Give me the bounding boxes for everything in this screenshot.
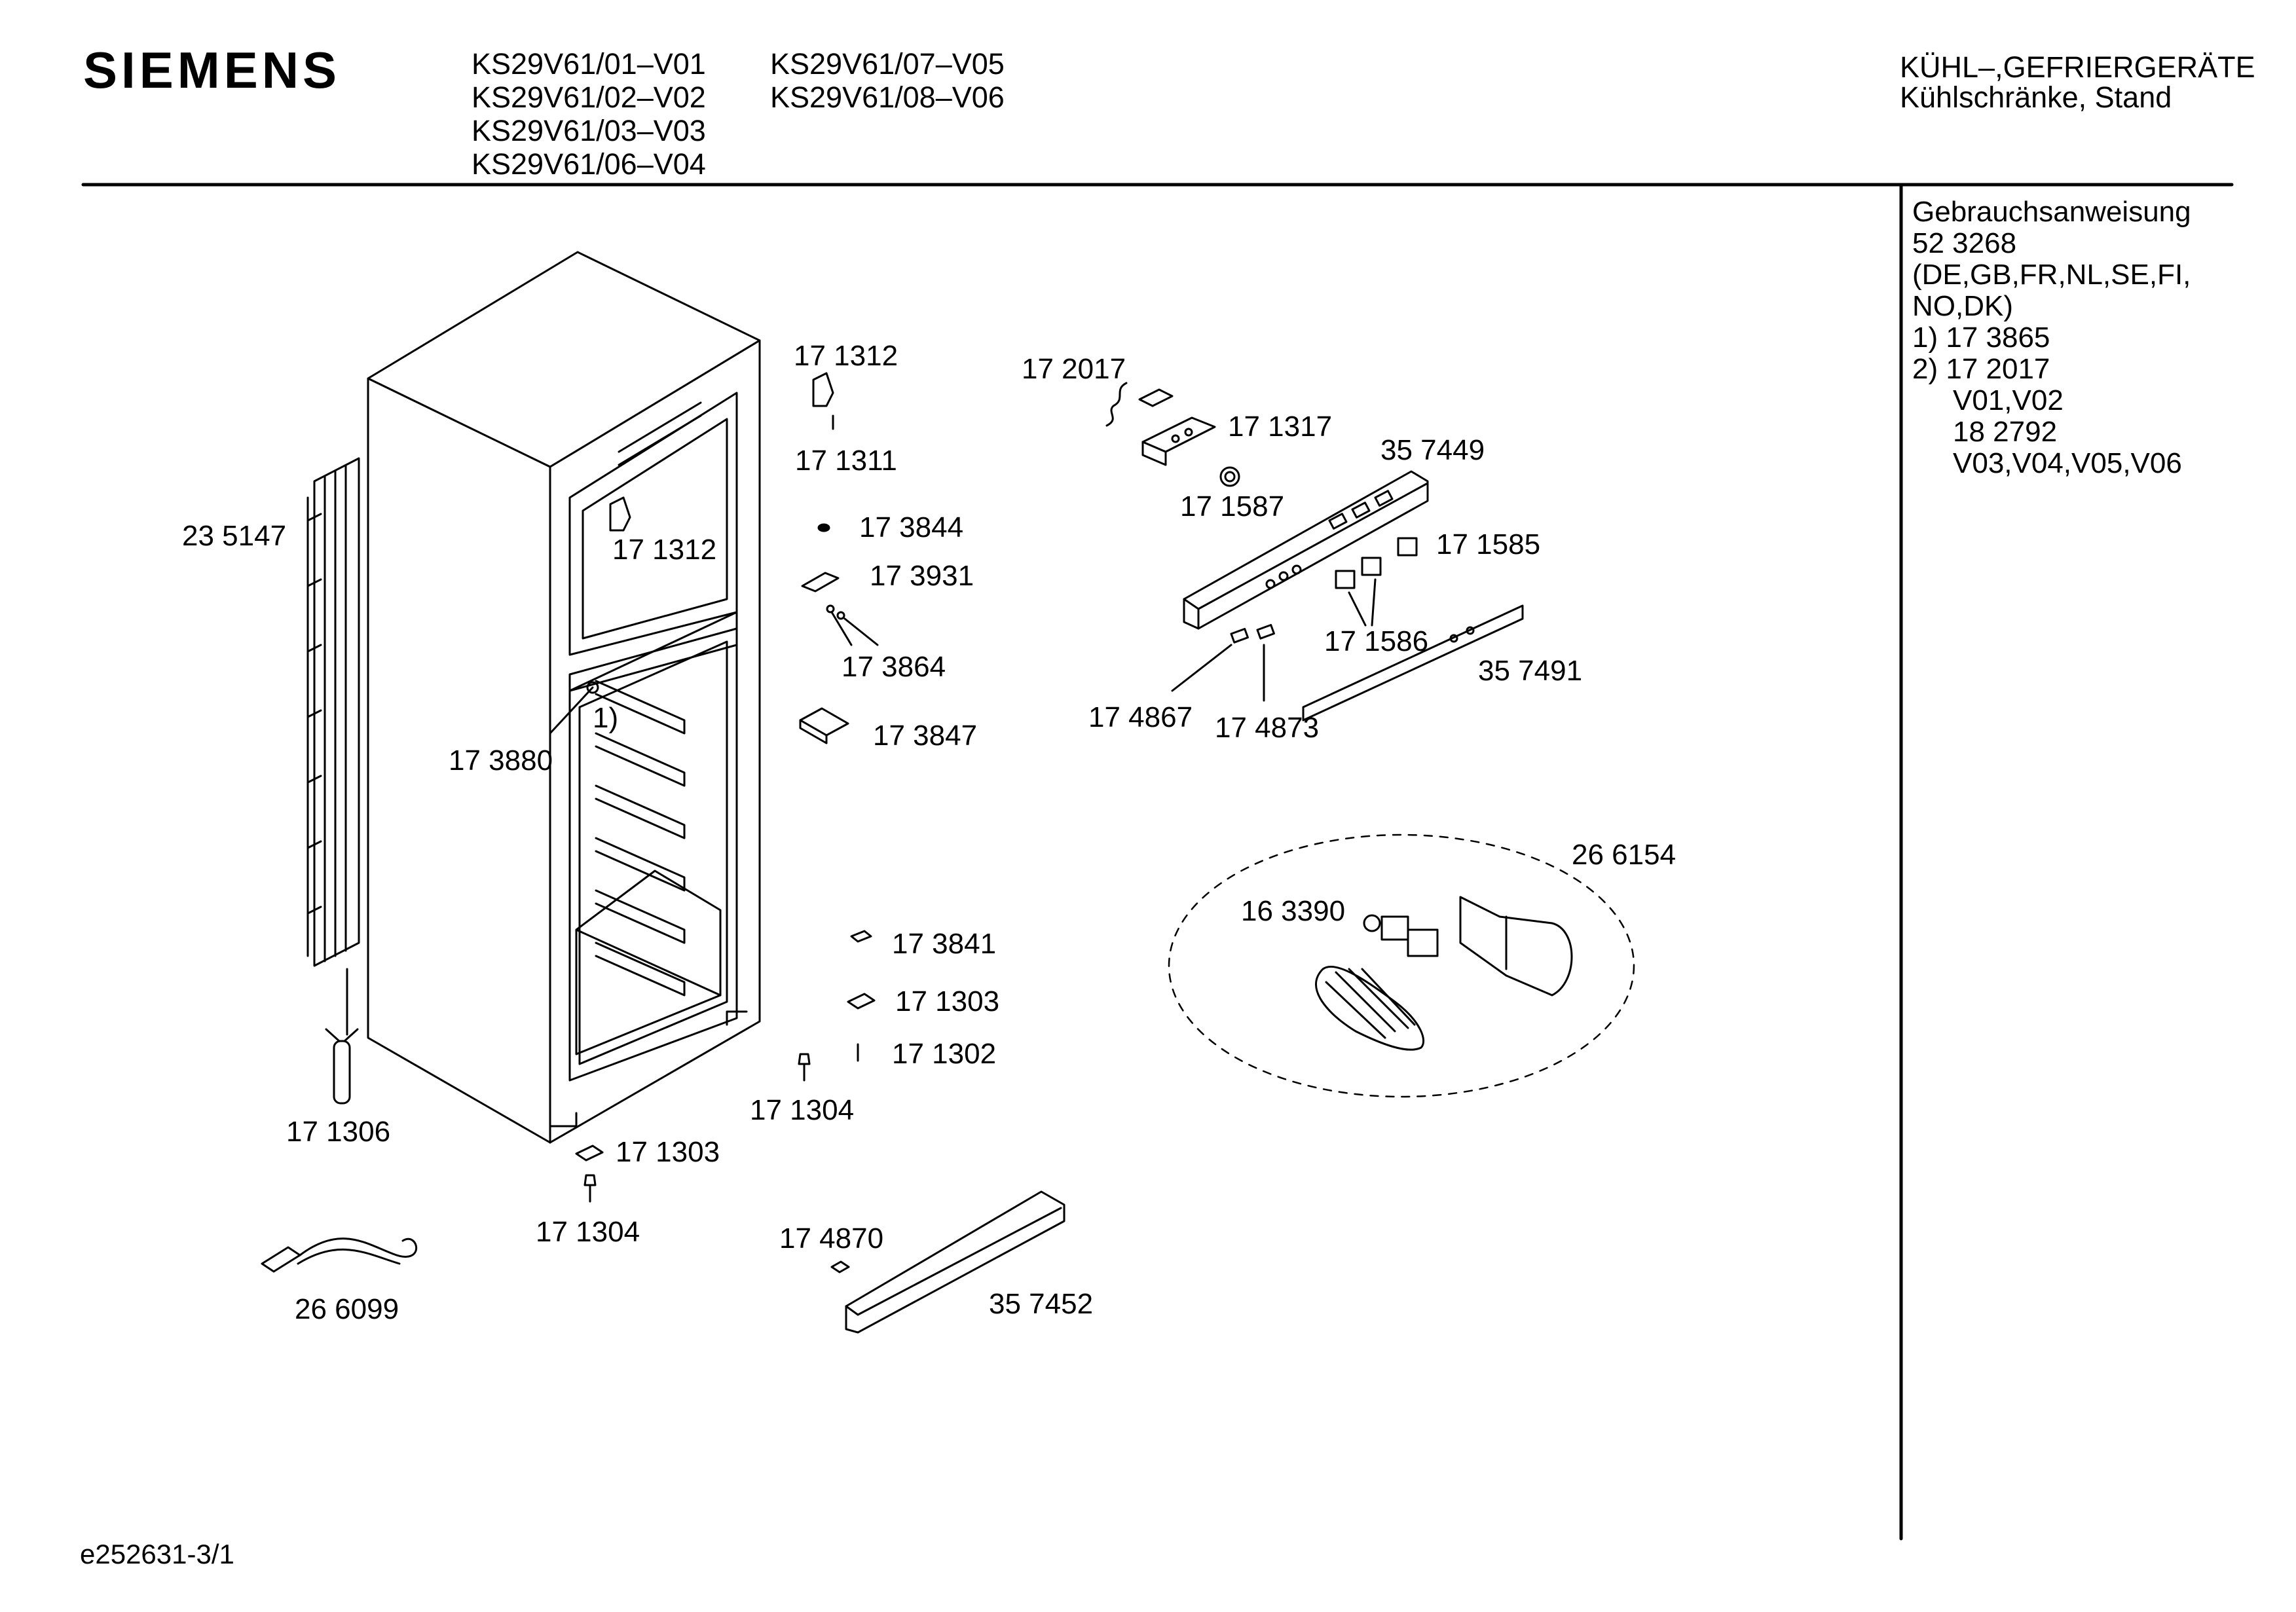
manual-number: 52 3268 [1912,227,2017,259]
part-label: 17 4870 [779,1222,884,1255]
manual-languages: NO,DK) [1912,290,2013,322]
part-label: 16 3390 [1241,895,1346,927]
part-label: 17 3880 [449,744,553,777]
footnote: 1) 17 3865 [1912,321,2050,354]
part-label: 23 5147 [182,520,287,552]
model-number: KS29V61/07–V05 [770,47,1005,81]
part-label: 17 4873 [1215,712,1320,744]
brand-logo: SIEMENS [83,41,341,99]
model-number: KS29V61/03–V03 [472,114,706,147]
clip-173841 [850,930,872,943]
part-label: 17 1587 [1180,490,1285,522]
part-label: 1) [593,702,619,734]
part-label: 17 1312 [612,534,717,566]
sensor-tube [325,968,359,1105]
model-number: KS29V61/02–V02 [472,81,706,114]
detail-oval [1168,833,1635,1098]
footnote: 2) 17 2017 [1912,353,2050,385]
trim-strip [1302,604,1524,722]
door-handle [830,1190,1065,1334]
footnote-variants: V01,V02 [1953,384,2064,416]
model-list-col2: KS29V61/07–V05 KS29V61/08–V06 [770,47,1005,114]
category-title: KÜHL–,GEFRIERGERÄTE Kühlschränke, Stand [1900,52,2255,113]
part-label: 35 7452 [989,1288,1094,1320]
part-label: 17 1302 [892,1038,997,1070]
model-list-col1: KS29V61/01–V01 KS29V61/02–V02 KS29V61/03… [472,47,706,181]
footnote: 18 2792 [1953,416,2058,448]
clips-174867-174873 [1171,623,1275,702]
part-label: 26 6099 [295,1293,399,1325]
drawing-id: e252631-3/1 [80,1539,234,1569]
top-hinge [812,372,834,430]
category-line: KÜHL–,GEFRIERGERÄTE [1900,50,2255,84]
light-box [799,707,849,744]
part-label: 17 1585 [1436,528,1541,560]
manual-info-panel: Gebrauchsanweisung 52 3268 (DE,GB,FR,NL,… [1912,196,2191,479]
freezer-hinge [609,496,631,532]
model-number: KS29V61/01–V01 [472,47,706,81]
control-panel [1183,470,1429,630]
middle-hinge [801,572,879,646]
shelf-rails [595,680,686,997]
part-label: 17 3931 [870,560,974,592]
part-label: 17 1303 [895,985,1000,1017]
clip-171303b [575,1145,604,1162]
lamp-holder [1105,382,1174,427]
switches-171586 [1335,557,1382,627]
clip-171303a [847,993,876,1010]
part-label: 17 1306 [286,1116,391,1148]
switch-171585 [1397,537,1418,557]
manual-languages: (DE,GB,FR,NL,SE,FI, [1912,259,2191,291]
power-cord [261,1237,418,1273]
lamp-cover [1141,416,1216,466]
part-label: 35 7449 [1380,434,1485,466]
model-number: KS29V61/08–V06 [770,81,1005,114]
fridge-cabinet [367,251,761,1144]
part-label: 17 3844 [859,511,964,543]
screw-171304a [798,1053,811,1082]
part-label: 17 1304 [750,1094,855,1126]
knob-171587 [1219,466,1240,487]
manual-title: Gebrauchsanweisung [1912,196,2191,228]
bushing-part [817,523,830,532]
part-label: 17 4867 [1088,701,1193,733]
part-label: 17 1304 [536,1216,640,1248]
footnote-variants: V03,V04,V05,V06 [1953,447,2182,479]
screw-171304b [583,1174,597,1203]
part-label: 17 1312 [794,340,898,372]
part-label: 17 3847 [873,720,978,752]
part-label: 17 3841 [892,928,997,960]
category-line: Kühlschränke, Stand [1900,81,2172,114]
part-label: 17 1586 [1324,625,1429,657]
condenser-grid [306,457,360,967]
lamp-assembly [1315,896,1573,1051]
part-label: 17 1303 [616,1136,720,1168]
model-number: KS29V61/06–V04 [472,147,706,181]
part-label: 35 7491 [1478,655,1583,687]
part-label: 26 6154 [1572,839,1676,871]
part-label: 17 1311 [795,445,897,477]
part-label: 17 3864 [842,651,946,683]
part-label: 17 2017 [1022,353,1126,385]
part-label: 17 1317 [1228,411,1333,443]
leader-173880 [549,686,594,735]
